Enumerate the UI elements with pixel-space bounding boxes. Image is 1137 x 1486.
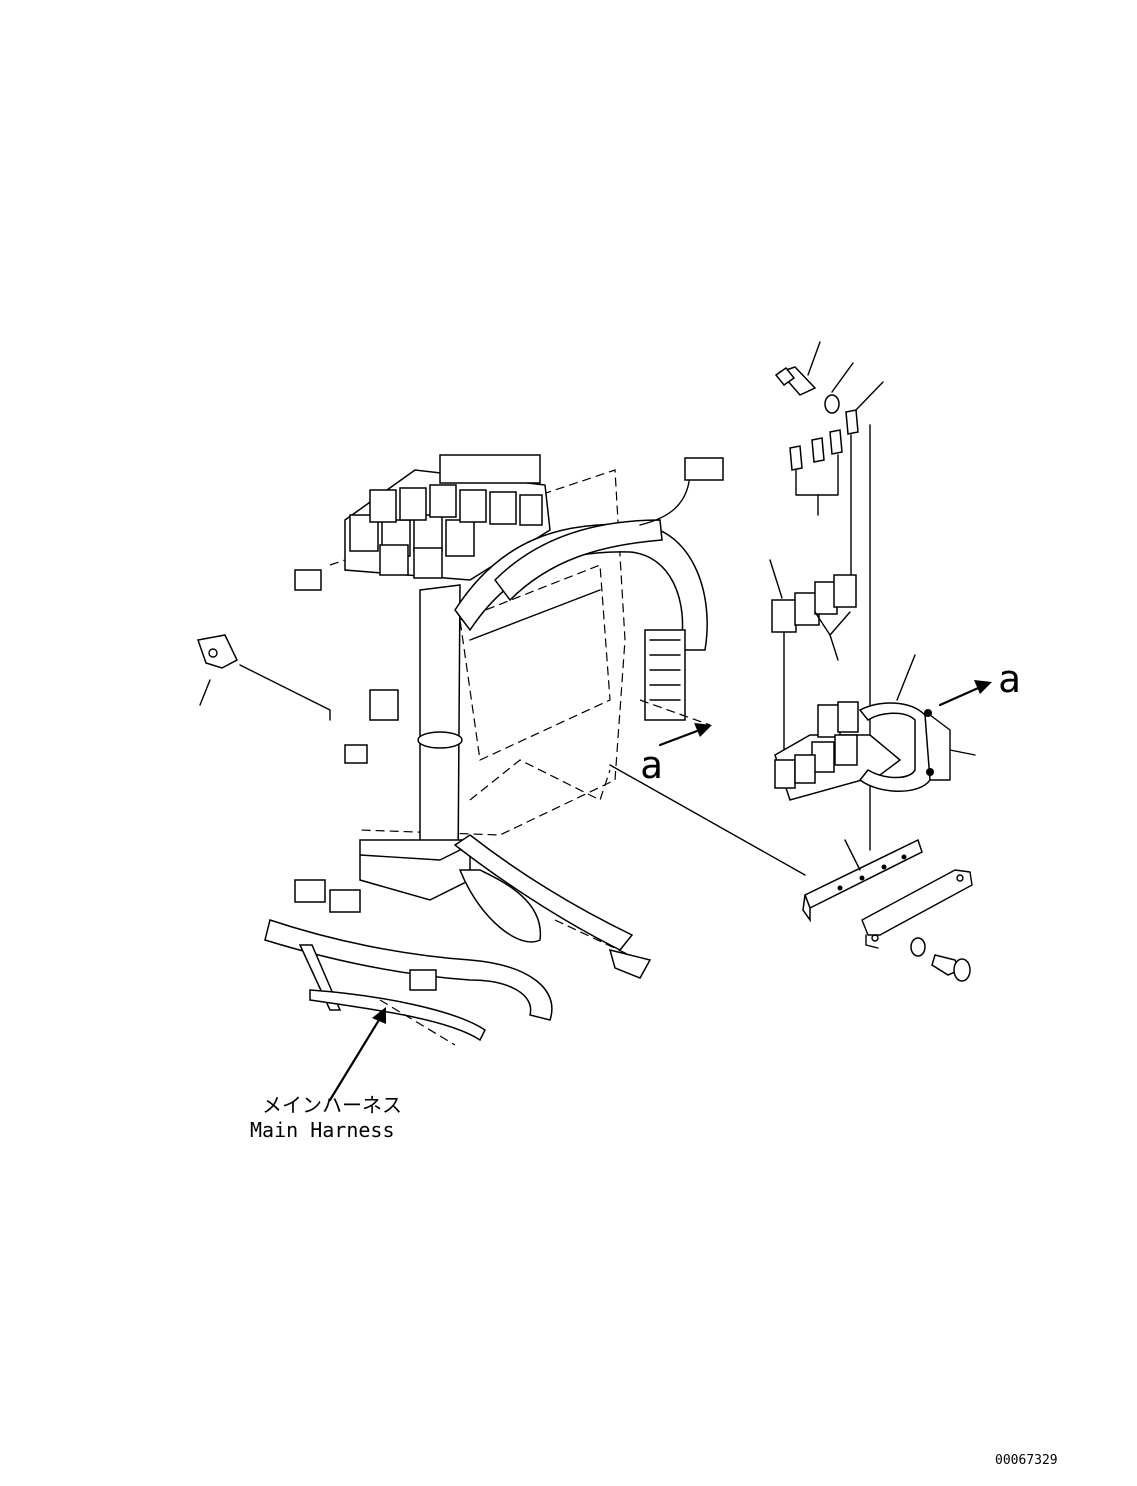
relay-mount-harness [774,654,976,801]
connector-part [197,634,331,721]
exploded-parts: a [609,341,1021,982]
harness-label-jp: メインハーネス [262,1093,402,1117]
view-arrow-left: a [640,723,712,787]
view-label-left: a [640,743,663,787]
main-harness-callout: メインハーネス Main Harness [250,1007,402,1142]
relay-cluster [344,454,551,581]
view-label-right: a [998,657,1021,701]
view-arrow-right: a [938,657,1021,707]
main-harness-assembly [264,454,724,1046]
mounting-bracket [802,838,923,923]
drawing-number: 00067329 [995,1453,1058,1468]
harness-label-en: Main Harness [250,1118,395,1142]
